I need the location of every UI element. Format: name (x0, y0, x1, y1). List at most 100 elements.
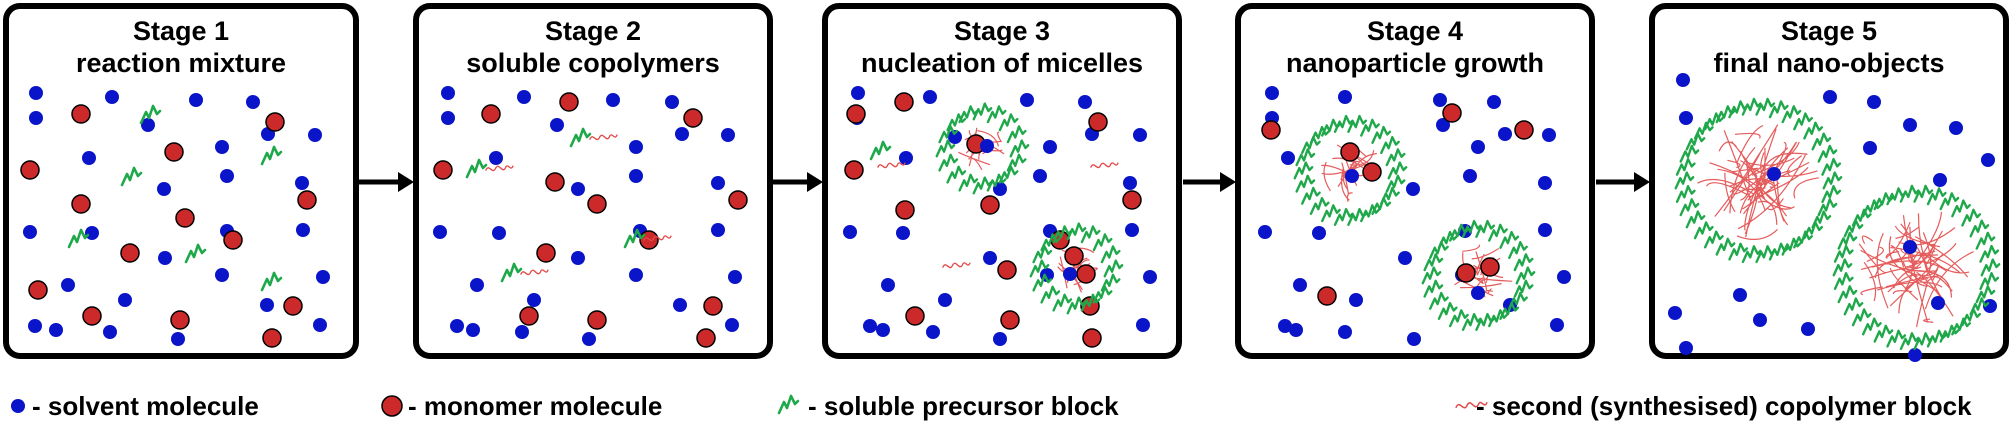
solvent-molecule-icon (1406, 182, 1420, 196)
solvent-molecule-icon (1398, 251, 1412, 265)
solvent-molecule-icon (29, 111, 43, 125)
solvent-molecule-icon (1123, 176, 1137, 190)
solvent-molecule-icon (1903, 118, 1917, 132)
solvent-molecule-icon (1679, 111, 1693, 125)
solvent-molecule-icon (313, 318, 327, 332)
solvent-molecule-icon (876, 323, 890, 337)
solvent-molecule-icon (1668, 306, 1682, 320)
solvent-molecule-icon (295, 176, 309, 190)
solvent-molecule-icon (863, 319, 877, 333)
monomer-molecule-icon (1261, 120, 1281, 140)
solvent-molecule-icon (450, 319, 464, 333)
solvent-molecule-icon (260, 298, 274, 312)
solvent-molecule-icon (489, 151, 503, 165)
solvent-molecule-icon (1349, 293, 1363, 307)
monomer-molecule-icon (1000, 310, 1020, 330)
solvent-molecule-icon (1550, 318, 1564, 332)
solvent-molecule-icon (673, 298, 687, 312)
solvent-molecule-icon (711, 223, 725, 237)
solvent-molecule-icon (1823, 90, 1837, 104)
solvent-molecule-icon (896, 226, 910, 240)
solvent-molecule-icon (220, 169, 234, 183)
solvent-molecule-icon (1125, 223, 1139, 237)
stage-2-title: Stage 2 (545, 16, 641, 46)
solvent-molecule-icon (881, 278, 895, 292)
solvent-molecule-icon (629, 169, 643, 183)
legend-monomer-label: - monomer molecule (408, 391, 662, 421)
monomer-molecule-icon (170, 310, 190, 330)
monomer-molecule-icon (71, 194, 91, 214)
monomer-molecule-icon (997, 260, 1017, 280)
monomer-molecule-icon (696, 328, 716, 348)
solvent-molecule-icon (215, 140, 229, 154)
solvent-molecule-icon (983, 251, 997, 265)
solvent-molecule-icon (441, 86, 455, 100)
monomer-molecule-icon (1442, 103, 1462, 123)
solvent-molecule-icon (1557, 270, 1571, 284)
solvent-molecule-icon (851, 86, 865, 100)
stage-3-subtitle: nucleation of micelles (861, 48, 1143, 78)
monomer-molecule-icon (20, 160, 40, 180)
solvent-molecule-icon (515, 325, 529, 339)
monomer-molecule-icon (164, 142, 184, 162)
micelle (1029, 222, 1124, 315)
monomer-molecule-icon (536, 243, 556, 263)
solvent-molecule-icon (1933, 173, 1947, 187)
micelle (935, 102, 1030, 195)
micelle (1832, 184, 2001, 351)
solvent-molecule-icon (171, 332, 185, 346)
solvent-molecule-icon (571, 182, 585, 196)
legend-monomer-icon (381, 395, 403, 417)
monomer-molecule-icon (223, 230, 243, 250)
solvent-molecule-icon (118, 293, 132, 307)
micelle (1674, 97, 1843, 264)
solvent-molecule-icon (1407, 332, 1421, 346)
solvent-molecule-icon (1338, 325, 1352, 339)
monomer-molecule-icon (728, 190, 748, 210)
solvent-molecule-icon (1133, 128, 1147, 142)
solvent-molecule-icon (82, 151, 96, 165)
solvent-molecule-icon (1981, 153, 1995, 167)
solvent-molecule-icon (1278, 319, 1292, 333)
solvent-molecule-icon (1043, 140, 1057, 154)
monomer-molecule-icon (433, 160, 453, 180)
stage-4-title: Stage 4 (1367, 16, 1463, 46)
solvent-molecule-icon (23, 225, 37, 239)
solvent-molecule-icon (923, 90, 937, 104)
micelle (1421, 219, 1536, 331)
solvent-molecule-icon (1281, 151, 1295, 165)
arrow-2 (770, 172, 823, 192)
legend: - solvent molecule - monomer molecule - … (11, 391, 1972, 421)
stage-3-title: Stage 3 (954, 16, 1050, 46)
solvent-molecule-icon (1471, 140, 1485, 154)
solvent-molecule-icon (1293, 278, 1307, 292)
solvent-molecule-icon (61, 278, 75, 292)
solvent-molecule-icon (571, 251, 585, 265)
solvent-molecule-icon (1436, 118, 1450, 132)
solvent-molecule-icon (665, 95, 679, 109)
solvent-molecule-icon (721, 128, 735, 142)
solvent-molecule-icon (157, 182, 171, 196)
solvent-molecule-icon (843, 225, 857, 239)
monomer-molecule-icon (844, 160, 864, 180)
solvent-molecule-icon (1487, 95, 1501, 109)
solvent-molecule-icon (1801, 322, 1815, 336)
stage-2-subtitle: soluble copolymers (466, 48, 720, 78)
solvent-molecule-icon (1867, 95, 1881, 109)
solvent-molecule-icon (517, 90, 531, 104)
monomer-molecule-icon (703, 296, 723, 316)
stage-1-title: Stage 1 (133, 16, 229, 46)
monomer-molecule-icon (28, 280, 48, 300)
solvent-molecule-icon (1338, 90, 1352, 104)
solvent-molecule-icon (1908, 348, 1922, 362)
solvent-molecule-icon (1542, 128, 1556, 142)
stage-4-subtitle: nanoparticle growth (1286, 48, 1544, 78)
solvent-molecule-icon (629, 140, 643, 154)
solvent-molecule-icon (550, 118, 564, 132)
monomer-molecule-icon (895, 200, 915, 220)
solvent-molecule-icon (1463, 169, 1477, 183)
stage-4-frame (1235, 3, 1595, 359)
stage-5-subtitle: final nano-objects (1713, 48, 1944, 78)
monomer-molecule-icon (905, 306, 925, 326)
monomer-molecule-icon (519, 306, 539, 326)
